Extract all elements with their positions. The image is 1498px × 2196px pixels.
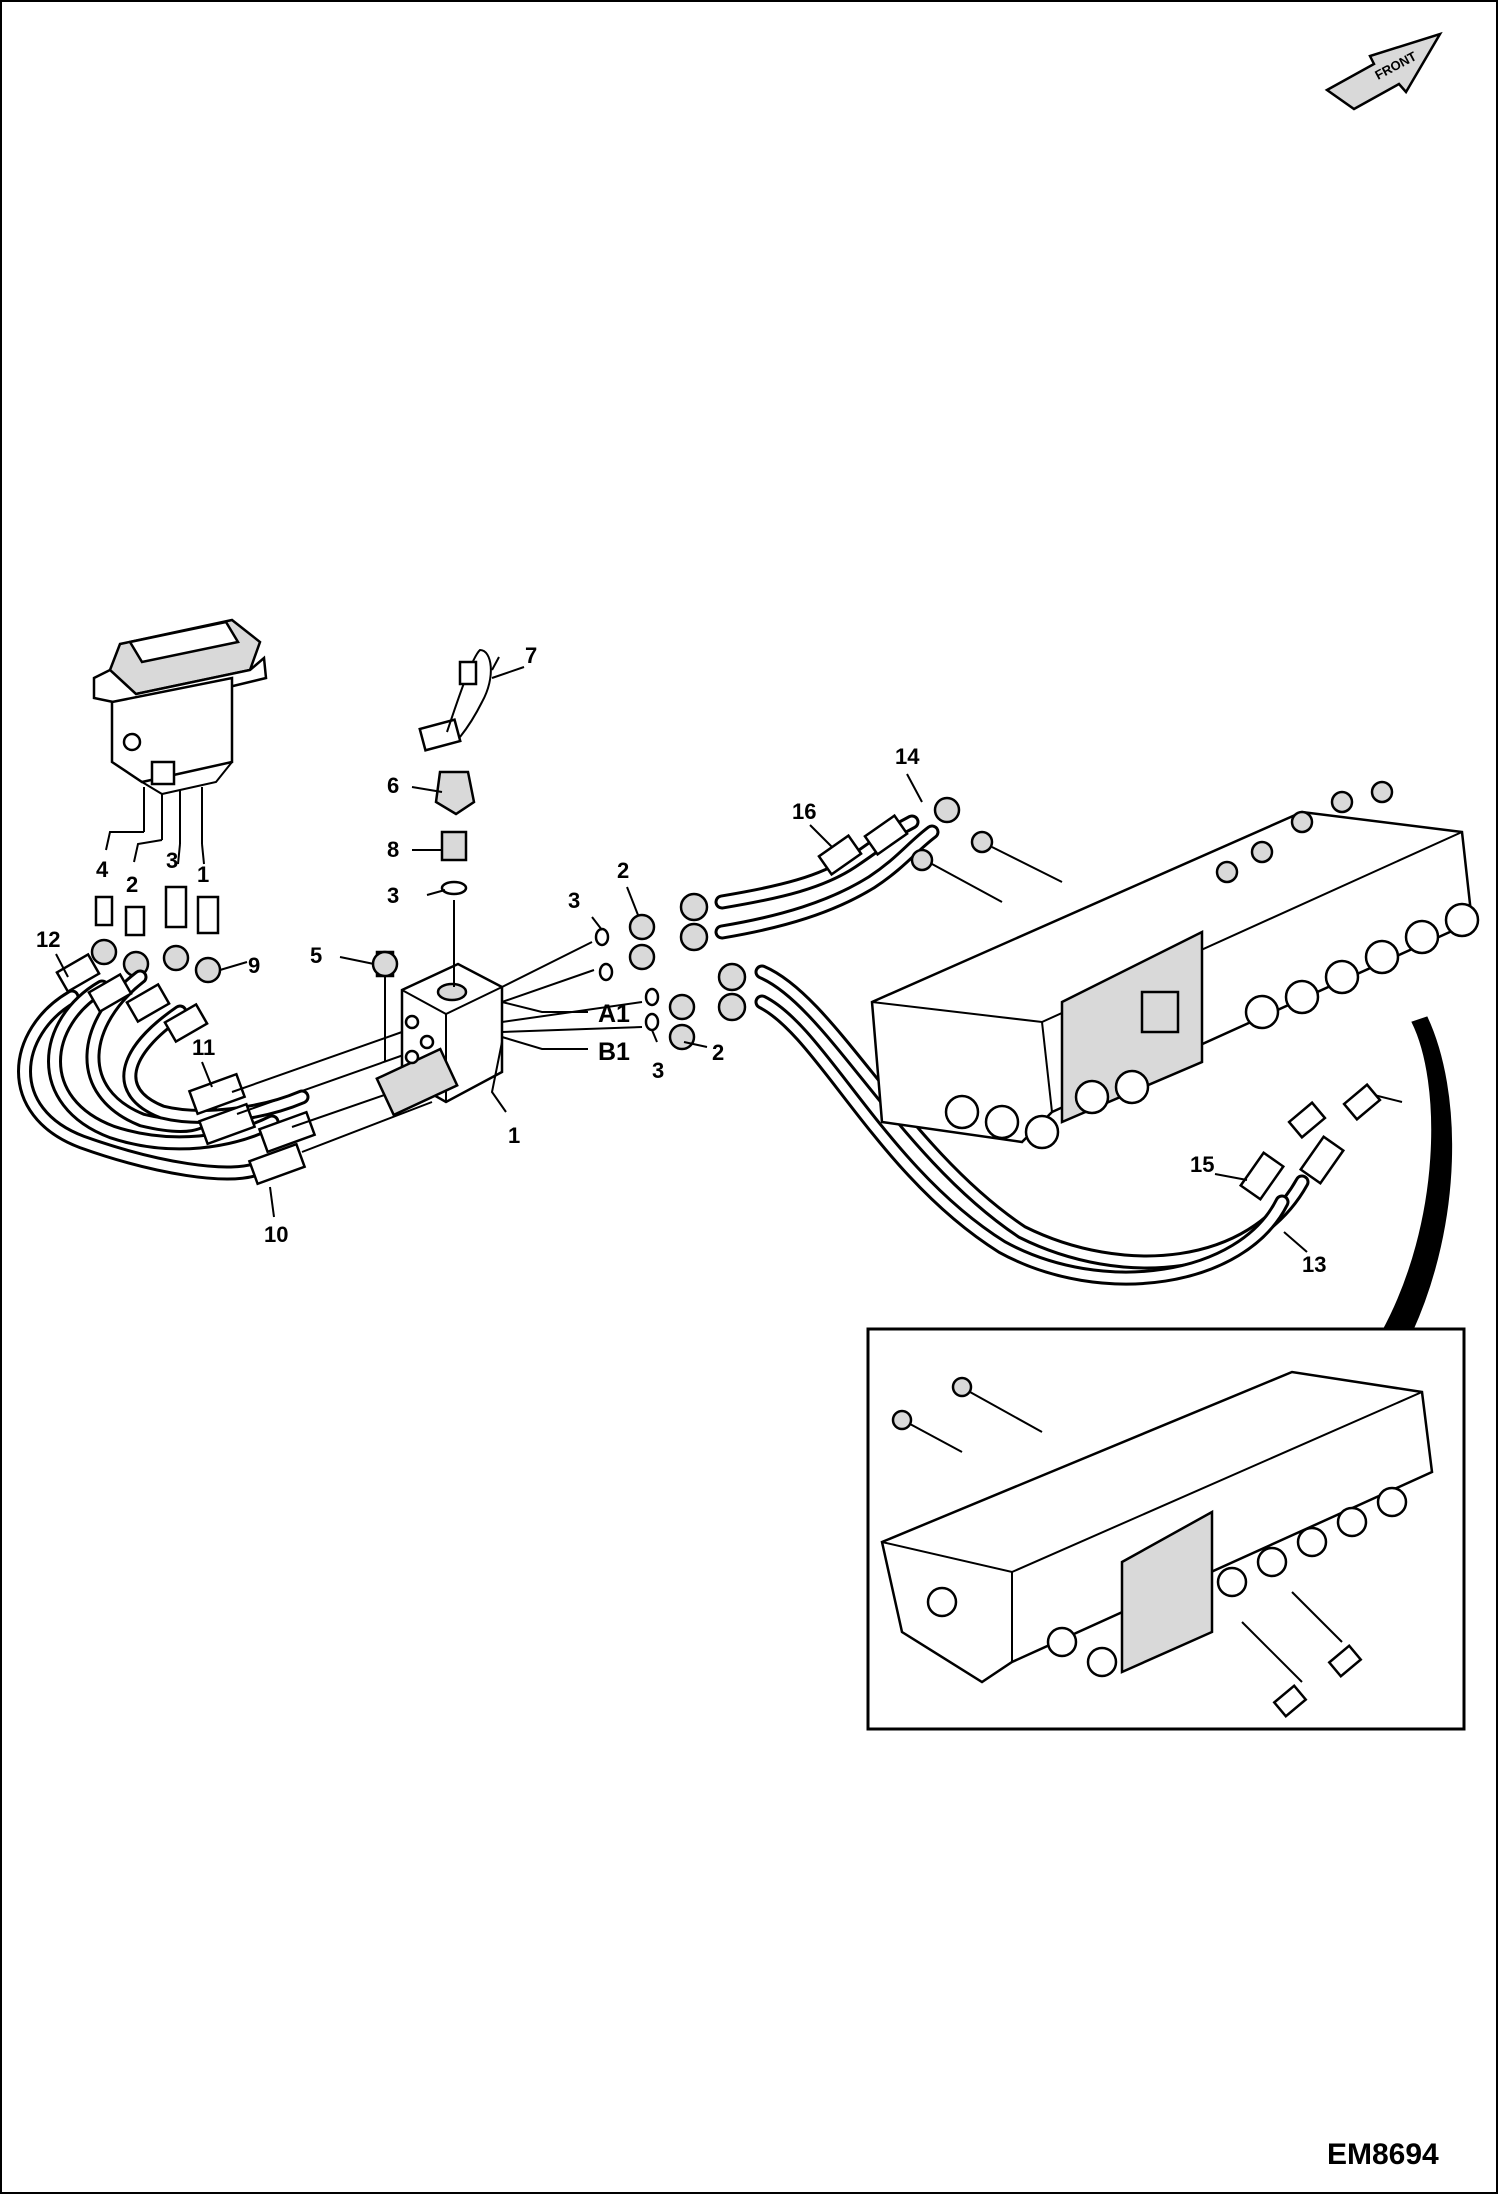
callout-5: 5 — [310, 943, 322, 968]
callout-13: 13 — [1302, 1252, 1326, 1277]
callout-pilot-2: 2 — [126, 872, 138, 897]
callout-7: 7 — [525, 643, 537, 668]
callout-3-upper: 3 — [568, 888, 580, 913]
callout-pilot-3: 3 — [166, 848, 178, 873]
callout-2-lower: 2 — [712, 1040, 724, 1065]
callout-14: 14 — [895, 744, 920, 769]
callout-6: 6 — [387, 773, 399, 798]
callout-16: 16 — [792, 799, 816, 824]
callout-8: 8 — [387, 837, 399, 862]
callout-1: 1 — [508, 1123, 520, 1148]
callout-pilot-1: 1 — [197, 862, 209, 887]
main-control-valve — [870, 780, 1480, 1150]
callout-15: 15 — [1190, 1152, 1214, 1177]
callout-9: 9 — [248, 953, 260, 978]
port-b1-label: B1 — [598, 1038, 630, 1066]
detail-pointer-arrow — [1381, 1016, 1453, 1333]
callout-12: 12 — [36, 927, 60, 952]
port-a1-label: A1 — [598, 1000, 630, 1028]
leader-lines — [55, 656, 1308, 1253]
port-fittings — [501, 892, 747, 1051]
callout-10: 10 — [264, 1222, 288, 1247]
callout-pilot-4: 4 — [96, 857, 109, 882]
pressure-switch-assembly — [371, 648, 492, 1062]
callout-3-sensor: 3 — [387, 883, 399, 908]
callout-11: 11 — [192, 1035, 215, 1060]
pilot-port-fittings — [90, 885, 222, 984]
pilot-hoses — [17, 952, 433, 1186]
callout-3-lower: 3 — [652, 1058, 664, 1083]
main-hoses — [714, 796, 1346, 1286]
detail-inset — [866, 1327, 1466, 1731]
valve-block — [375, 962, 504, 1117]
front-direction-arrow: FRONT — [1324, 31, 1443, 111]
callout-2-upper: 2 — [617, 858, 629, 883]
callout-labels: 7 6 8 3 5 1 3 2 3 2 A1 B1 4 2 3 1 9 12 1… — [36, 643, 1326, 1277]
figure-id: EM8694 — [1327, 2138, 1439, 2171]
pilot-control-valve — [92, 618, 268, 865]
